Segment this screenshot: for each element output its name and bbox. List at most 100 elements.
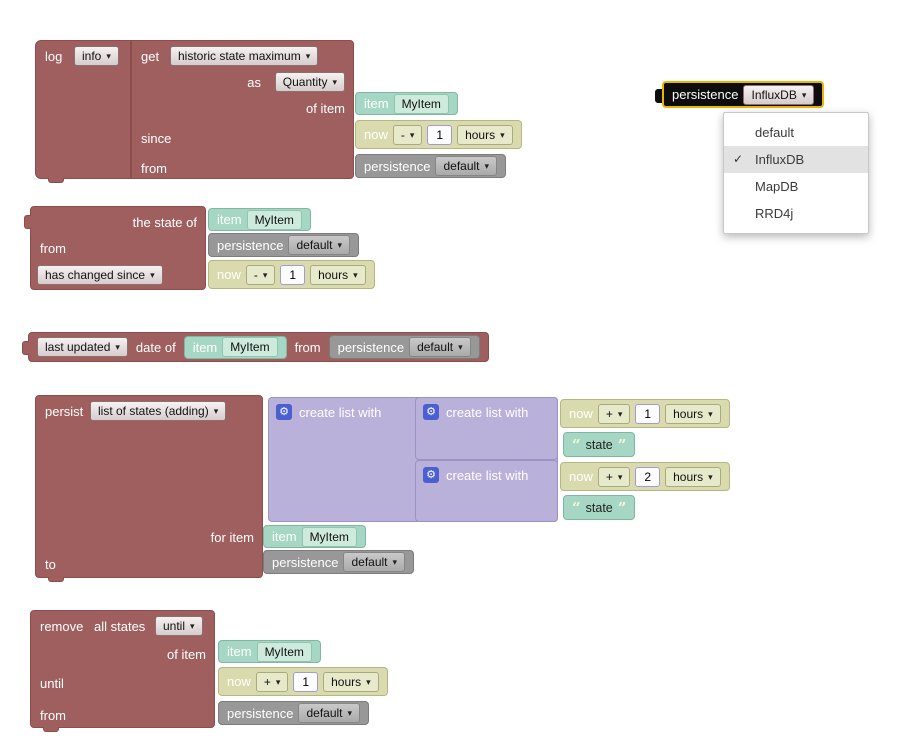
operator-dropdown[interactable]: + ▾ [597, 403, 631, 424]
persist-block[interactable]: persist list of states (adding) ▾ for it… [35, 395, 263, 582]
as-type-dropdown[interactable]: Quantity ▾ [274, 72, 345, 92]
number-block[interactable]: 1 [635, 403, 661, 424]
operator-dropdown[interactable]: + ▾ [255, 671, 289, 692]
remove-states-block[interactable]: remove all states until ▾ of item until … [30, 610, 215, 732]
persistence-service-dropdown[interactable]: default ▾ [409, 337, 471, 357]
persistence-service-dropdown[interactable]: default ▾ [298, 703, 361, 723]
last-updated-block[interactable]: last updated ▾ date of item MyItem from … [22, 332, 489, 362]
persistence-block[interactable]: persistence default ▾ [218, 701, 370, 725]
unit-value: hours [331, 674, 362, 689]
dropdown-arrow-icon: ▾ [337, 240, 343, 250]
persistence-service-dropdown[interactable]: default ▾ [288, 235, 351, 255]
menu-item-influxdb[interactable]: ✓ InfluxDB [724, 146, 868, 173]
now-offset-block[interactable]: now - ▾ 1 hours ▾ [355, 120, 522, 149]
item-block[interactable]: item MyItem [218, 640, 321, 663]
unit-dropdown[interactable]: hours ▾ [665, 466, 721, 487]
persistence-label: persistence [227, 705, 294, 721]
unit-value: hours [318, 267, 349, 282]
unit-dropdown[interactable]: hours ▾ [310, 264, 366, 285]
create-list-label: create list with [446, 404, 529, 420]
item-name-field[interactable]: MyItem [301, 526, 357, 547]
now-offset-block[interactable]: now + ▾ 1 hours ▾ [560, 399, 730, 428]
create-list-block-inner-2[interactable]: ⚙ create list with [415, 460, 558, 522]
dropdown-arrow-icon: ▾ [617, 471, 623, 482]
open-quote-icon: “ [572, 498, 581, 517]
persistence-service-dropdown[interactable]: default ▾ [435, 156, 498, 176]
item-label: item [272, 529, 297, 544]
menu-item-default[interactable]: default [724, 119, 868, 146]
item-name-field[interactable]: MyItem [246, 209, 302, 230]
persistence-service-dropdown[interactable]: default ▾ [343, 552, 406, 572]
get-historic-state-block[interactable]: get historic state maximum ▾ as Quantity… [131, 40, 354, 179]
persistence-dropdown-menu: default ✓ InfluxDB MapDB RRD4j [723, 112, 869, 234]
number-block[interactable]: 1 [427, 124, 453, 145]
item-name-field[interactable]: MyItem [393, 93, 449, 114]
persistence-block[interactable]: persistence default ▾ [328, 335, 480, 359]
operator-dropdown[interactable]: - ▾ [245, 264, 276, 285]
remove-mode-value: until [163, 619, 186, 633]
item-block[interactable]: item MyItem [263, 525, 366, 548]
persistence-label: persistence [337, 339, 405, 355]
persist-mode-dropdown[interactable]: list of states (adding) ▾ [90, 401, 227, 421]
now-offset-block[interactable]: now - ▾ 1 hours ▾ [208, 260, 375, 289]
menu-item-mapdb[interactable]: MapDB [724, 173, 868, 200]
mutator-gear-icon[interactable]: ⚙ [423, 467, 439, 483]
item-label: item [217, 212, 242, 227]
create-list-label: create list with [299, 404, 382, 420]
item-name-field[interactable]: MyItem [222, 337, 278, 357]
unit-dropdown[interactable]: hours ▾ [457, 124, 513, 145]
now-label: now [364, 127, 388, 142]
to-label: to [45, 557, 56, 572]
dropdown-arrow-icon: ▾ [347, 708, 353, 718]
text-block-state[interactable]: “ state ” [563, 495, 636, 520]
operator-value: + [263, 674, 271, 689]
dropdown-arrow-icon: ▾ [353, 269, 358, 280]
mutator-gear-icon[interactable]: ⚙ [423, 404, 439, 420]
condition-value: has changed since [45, 268, 146, 282]
close-quote-icon: ” [617, 435, 627, 454]
persistence-block[interactable]: persistence default ▾ [263, 550, 415, 574]
item-name-field[interactable]: MyItem [256, 641, 312, 662]
mutator-gear-icon[interactable]: ⚙ [276, 404, 292, 420]
now-offset-block[interactable]: now + ▾ 1 hours ▾ [218, 667, 388, 696]
number-block[interactable]: 1 [280, 264, 306, 285]
item-block[interactable]: item MyItem [355, 92, 458, 115]
number-block[interactable]: 1 [293, 671, 319, 692]
log-block[interactable]: log info ▾ [35, 40, 131, 183]
unit-dropdown[interactable]: hours ▾ [665, 403, 721, 424]
text-block-state[interactable]: “ state ” [563, 432, 636, 457]
dropdown-arrow-icon: ▾ [305, 51, 311, 61]
menu-item-label: InfluxDB [755, 152, 805, 167]
menu-item-rrd4j[interactable]: RRD4j [724, 200, 868, 227]
condition-dropdown[interactable]: has changed since ▾ [37, 265, 163, 285]
persistence-service-dropdown-open[interactable]: InfluxDB ▾ [743, 84, 815, 105]
unit-dropdown[interactable]: hours ▾ [323, 671, 379, 692]
persistence-block[interactable]: persistence default ▾ [355, 154, 507, 178]
persistence-selector-block[interactable]: persistence InfluxDB ▾ [655, 81, 825, 108]
create-list-block-inner-1[interactable]: ⚙ create list with [415, 397, 558, 460]
now-offset-block[interactable]: now + ▾ 2 hours ▾ [560, 462, 730, 491]
log-level-dropdown[interactable]: info ▾ [74, 46, 119, 66]
text-value[interactable]: state [585, 500, 613, 515]
dropdown-arrow-icon: ▾ [366, 676, 371, 687]
dropdown-arrow-icon: ▾ [409, 129, 415, 140]
remove-mode-dropdown[interactable]: until ▾ [155, 616, 203, 636]
operator-dropdown[interactable]: - ▾ [392, 124, 423, 145]
operator-dropdown[interactable]: + ▾ [597, 466, 631, 487]
date-type-dropdown[interactable]: last updated ▾ [37, 337, 128, 357]
now-label: now [217, 267, 241, 282]
now-label: now [227, 674, 251, 689]
metric-dropdown[interactable]: historic state maximum ▾ [170, 46, 319, 66]
text-value[interactable]: state [585, 437, 613, 452]
unit-value: hours [673, 406, 704, 421]
persistence-block[interactable]: persistence default ▾ [208, 233, 360, 257]
operator-value: + [605, 469, 613, 484]
item-label: item [227, 644, 252, 659]
state-check-block[interactable]: the state of from has changed since ▾ [24, 206, 206, 290]
item-block[interactable]: item MyItem [208, 208, 311, 231]
item-block[interactable]: item MyItem [183, 335, 287, 359]
the-state-of-label: the state of [132, 215, 197, 230]
number-block[interactable]: 2 [635, 466, 661, 487]
persistence-service-value: default [296, 238, 333, 252]
